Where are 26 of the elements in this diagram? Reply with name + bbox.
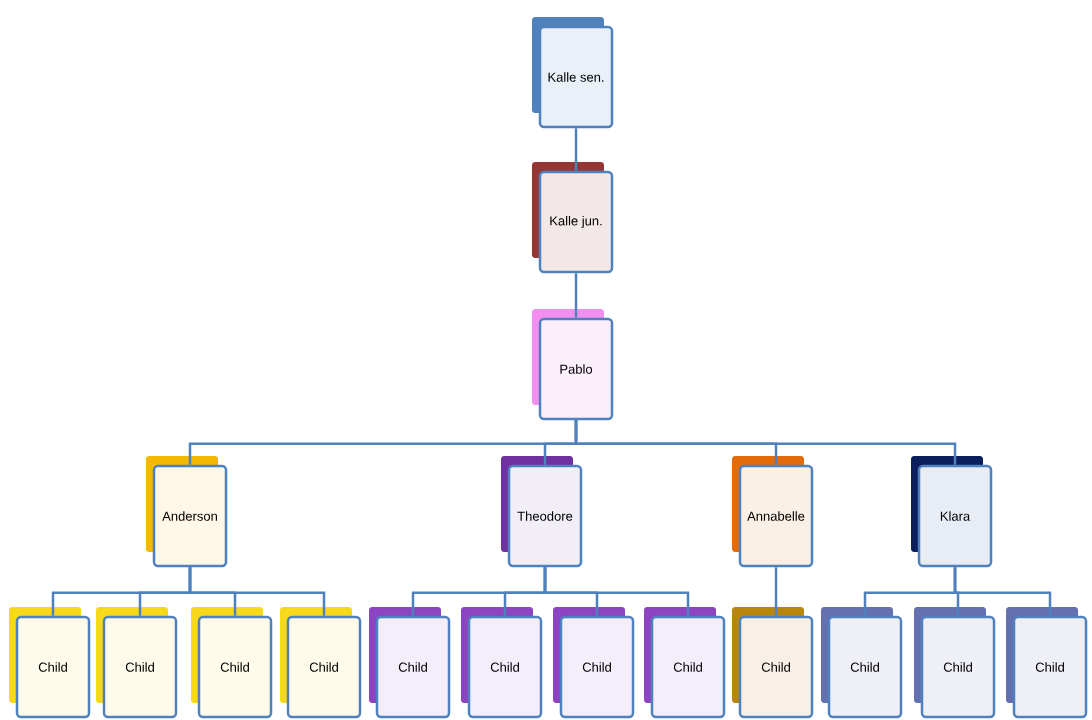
person-box: Child xyxy=(914,607,996,719)
connector-line xyxy=(953,567,1052,616)
person-box: Child xyxy=(280,607,362,719)
person-box: Kalle jun. xyxy=(532,162,614,274)
person-box: Child xyxy=(732,607,814,719)
person-box: Child xyxy=(644,607,726,719)
person-box: Pablo xyxy=(532,309,614,421)
person-box: Child xyxy=(96,607,178,719)
connector-line xyxy=(574,128,578,171)
person-box: Child xyxy=(369,607,451,719)
person-box: Theodore xyxy=(501,456,583,568)
connector-line xyxy=(543,567,690,616)
connector-line xyxy=(574,420,957,465)
person-box: Annabelle xyxy=(732,456,814,568)
person-box: Anderson xyxy=(146,456,228,568)
connector-line xyxy=(188,567,326,616)
person-box: Kalle sen. xyxy=(532,17,614,129)
connector-line xyxy=(774,567,778,616)
person-box: Child xyxy=(461,607,543,719)
person-box: Child xyxy=(553,607,635,719)
person-box: Child xyxy=(9,607,91,719)
person-box: Child xyxy=(1006,607,1088,719)
person-box: Child xyxy=(191,607,273,719)
connector-line xyxy=(574,273,578,318)
person-box: Klara xyxy=(911,456,993,568)
person-box: Child xyxy=(821,607,903,719)
